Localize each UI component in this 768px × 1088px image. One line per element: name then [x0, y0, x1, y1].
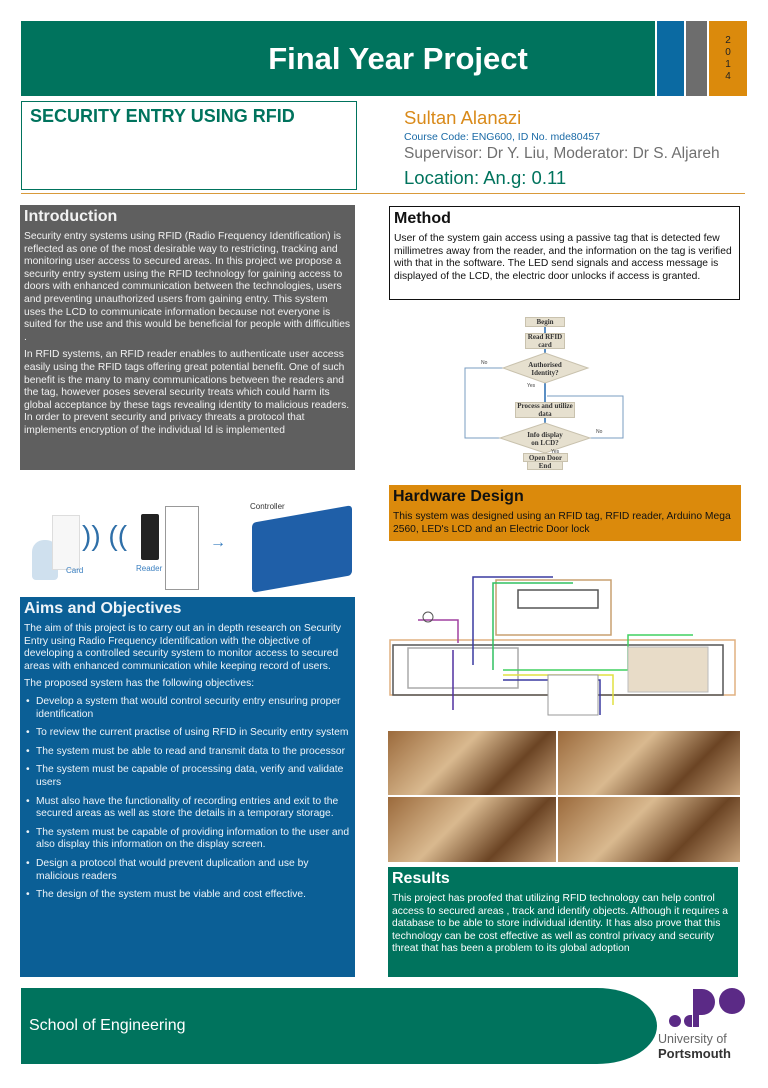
aims-heading: Aims and Objectives — [24, 600, 182, 617]
logo-line1: University of — [658, 1032, 727, 1046]
objective-item: Must also have the functionality of reco… — [24, 796, 351, 821]
objective-item: The system must be capable of processing… — [24, 764, 351, 789]
arrow-icon: → — [210, 534, 226, 551]
introduction-heading: Introduction — [24, 208, 118, 225]
card-label: Card — [66, 566, 84, 575]
objective-item: To review the current practise of using … — [24, 727, 351, 740]
objective-item: The design of the system must be viable … — [24, 889, 351, 902]
objective-item: Develop a system that would control secu… — [24, 696, 351, 721]
flow-yes-label: Yes — [527, 383, 536, 389]
university-logo: University of Portsmouth — [655, 985, 750, 1065]
objective-item: The system must be capable of providing … — [24, 827, 351, 852]
card-icon — [52, 515, 80, 570]
introduction-paragraph: In RFID systems, an RFID reader enables … — [24, 349, 350, 436]
objective-item: Design a protocol that would prevent dup… — [24, 858, 351, 883]
reader-icon — [141, 514, 159, 560]
year-digit: 4 — [725, 70, 731, 82]
year-stripe: 2 0 1 4 — [709, 21, 747, 96]
year-digit: 1 — [725, 58, 731, 70]
hardware-text: This system was designed using an RFID t… — [393, 511, 731, 535]
arduino-board-image — [252, 505, 352, 593]
flow-no-label: No — [596, 429, 603, 435]
method-text: User of the system gain access using a p… — [394, 233, 732, 282]
flow-step: Process and utilize data — [515, 402, 575, 418]
course-code: Course Code: ENG600, ID No. mde80457 — [404, 131, 601, 143]
project-title: SECURITY ENTRY USING RFID — [30, 106, 295, 126]
flow-yes-label: Yes — [551, 449, 560, 455]
method-panel: Method User of the system gain access us… — [389, 206, 740, 300]
flow-no-label: No — [481, 360, 488, 366]
results-text: This project has proofed that utilizing … — [392, 893, 728, 955]
aims-paragraph: The aim of this project is to carry out … — [24, 623, 342, 672]
introduction-paragraph: Security entry systems using RFID (Radio… — [24, 231, 351, 343]
location: Location: An.g: 0.11 — [404, 167, 567, 188]
objective-item: The system must be able to read and tran… — [24, 746, 351, 759]
prototype-photo — [388, 797, 556, 862]
introduction-panel: Introduction Security entry systems usin… — [20, 205, 355, 470]
prototype-photo — [388, 731, 556, 795]
poster-title: Final Year Project — [268, 40, 528, 76]
results-heading: Results — [392, 870, 450, 887]
logo-line2: Portsmouth — [658, 1046, 731, 1061]
results-panel: Results This project has proofed that ut… — [388, 867, 738, 977]
controller-label: Controller — [250, 502, 285, 511]
aims-paragraph: The proposed system has the following ob… — [24, 678, 255, 690]
reader-label: Reader — [136, 564, 163, 573]
flow-decision: Authorised Identity? — [528, 361, 562, 377]
objectives-list: Develop a system that would control secu… — [24, 696, 351, 902]
year-digit: 2 — [725, 34, 731, 46]
circuit-diagram — [389, 576, 736, 716]
supervisor: Supervisor: Dr Y. Liu, Moderator: Dr S. … — [404, 145, 720, 162]
header-gray-stripe — [686, 21, 707, 96]
divider — [21, 193, 745, 194]
poster-header: Final Year Project — [21, 21, 655, 96]
hardware-panel: Hardware Design This system was designed… — [389, 485, 741, 541]
hardware-heading: Hardware Design — [393, 488, 524, 505]
project-title-box: SECURITY ENTRY USING RFID — [21, 101, 357, 190]
header-blue-stripe — [657, 21, 684, 96]
flow-step: Read RFID card — [525, 333, 565, 349]
footer-bar: School of Engineering — [21, 988, 657, 1064]
flow-step: Begin — [525, 317, 565, 327]
flowchart: Begin Read RFID card Authorised Identity… — [463, 315, 628, 470]
method-heading: Method — [394, 210, 451, 227]
flow-decision: Info display on LCD? — [527, 431, 563, 447]
signal-icon: )) (( — [82, 520, 128, 551]
author-name: Sultan Alanazi — [404, 107, 522, 128]
prototype-photo — [558, 731, 740, 795]
rfid-illustration: Card )) (( Reader → Controller — [20, 490, 360, 593]
aims-panel: Aims and Objectives The aim of this proj… — [20, 597, 355, 977]
school-name: School of Engineering — [29, 1017, 186, 1034]
door-icon — [165, 506, 199, 590]
prototype-photo — [558, 797, 740, 862]
year-digit: 0 — [725, 46, 731, 58]
flow-step: End — [527, 461, 563, 470]
